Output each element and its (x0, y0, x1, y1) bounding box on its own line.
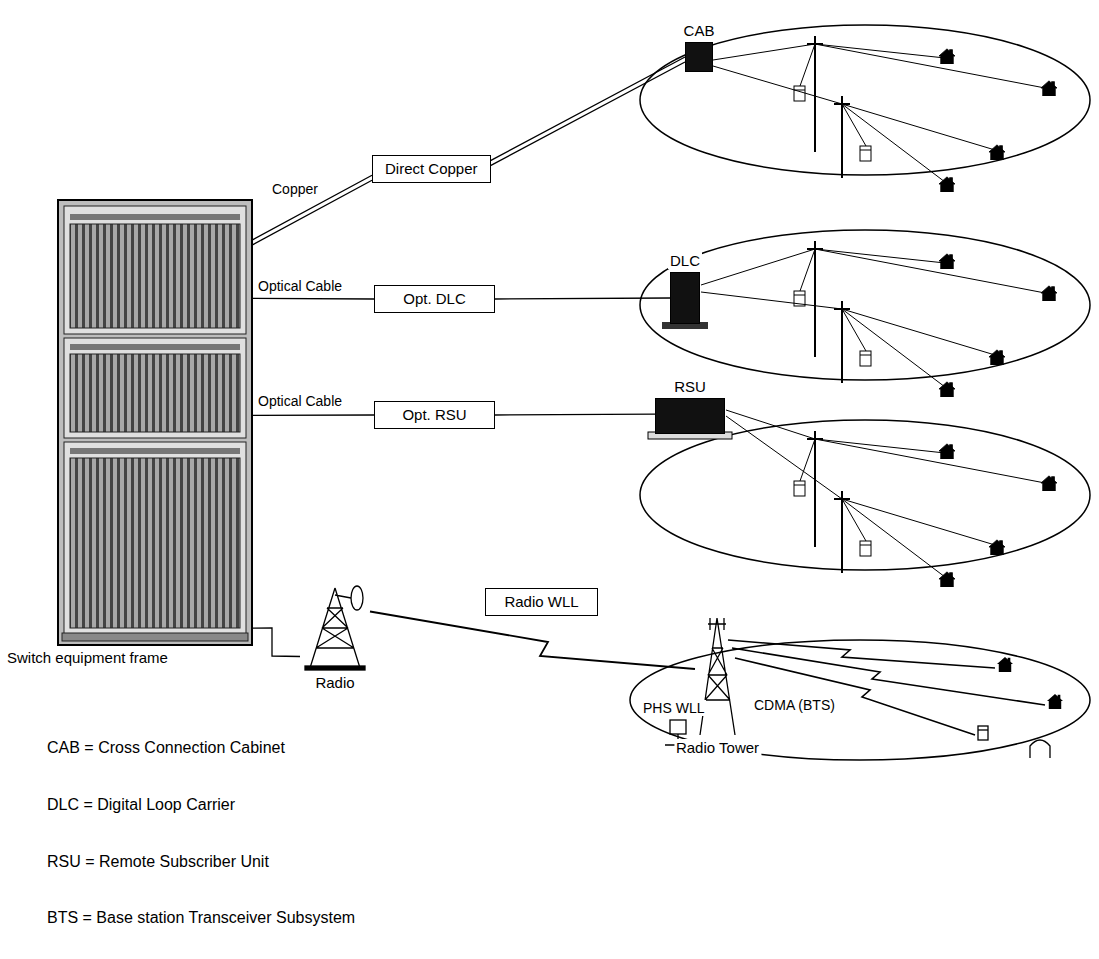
cable-line (252, 175, 372, 245)
radio-tower: Radio (300, 580, 370, 670)
cable-line (252, 298, 374, 300)
process-box: Direct Copper (372, 155, 491, 183)
abbreviation-note: CAB = Cross Connection Cabinet (45, 738, 287, 757)
process-box: Opt. DLC (374, 285, 495, 313)
cabinet: RSU (655, 398, 725, 434)
equipment-label: PHS WLL (641, 700, 706, 716)
cabinet: CAB (685, 42, 713, 72)
abbreviation-note: DLC = Digital Loop Carrier (45, 795, 237, 814)
box-label: Opt. DLC (387, 290, 482, 308)
cable-line (491, 57, 686, 166)
box-label: Opt. RSU (387, 406, 482, 424)
node-heading: DLC (668, 252, 702, 269)
abbreviation-note: BTS = Base station Transceiver Subsystem (45, 908, 357, 927)
cable-label: Optical Cable (256, 393, 344, 409)
node-heading: RSU (672, 378, 708, 395)
equipment-label: CDMA (BTS) (752, 697, 837, 713)
abbreviation-note: RSU = Remote Subscriber Unit (45, 852, 271, 871)
radio-link (370, 612, 695, 670)
node-heading: Radio (313, 674, 356, 691)
cable-line (495, 298, 670, 299)
cabinet: DLC (670, 272, 700, 324)
box-label: Direct Copper (385, 160, 478, 178)
node-heading: Radio Tower (674, 739, 761, 756)
radio-tower: Radio Tower (695, 615, 740, 735)
process-box: Radio WLL (485, 588, 598, 616)
equipment-frame: Switch equipment frame (58, 200, 252, 645)
cable-label: Copper (270, 181, 320, 197)
cable-line (252, 414, 374, 416)
node-heading: Switch equipment frame (5, 649, 170, 666)
node-heading: CAB (682, 22, 717, 39)
cable-line (252, 628, 300, 657)
cable-label: Optical Cable (256, 278, 344, 294)
cable-line (495, 414, 655, 416)
process-box: Opt. RSU (374, 401, 495, 429)
box-label: Radio WLL (498, 593, 585, 611)
